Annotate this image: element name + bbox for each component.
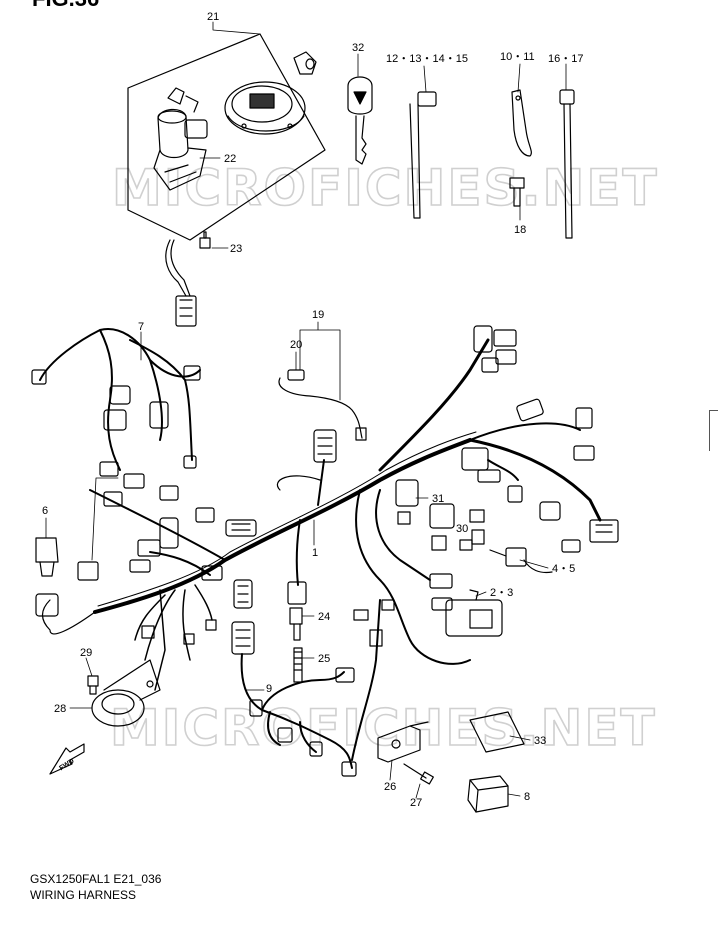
sub-harness-9 (231, 621, 357, 777)
ignition-connector (175, 295, 197, 327)
callout-16-17: 16・17 (548, 53, 583, 65)
cap-8 (467, 775, 509, 813)
callout-1: 1 (312, 547, 318, 559)
callout-26: 26 (384, 781, 396, 793)
part-25 (293, 647, 303, 683)
callout-18: 18 (514, 224, 526, 236)
callout-21: 21 (207, 11, 219, 23)
page-edge-mark (709, 410, 718, 451)
switch-26 (377, 721, 429, 763)
connector-6 (35, 537, 59, 577)
label-33 (469, 711, 525, 753)
bolt-29 (87, 675, 99, 695)
figure-title: FIG.36 (32, 0, 99, 11)
callout-25: 25 (318, 653, 330, 665)
watermark-bottom: MICROFICHES.NET (110, 699, 657, 757)
fwd-arrow (49, 743, 85, 775)
callout-30: 30 (456, 523, 468, 535)
callout-23: 23 (230, 243, 242, 255)
key-32 (347, 76, 373, 165)
callout-31: 31 (432, 493, 444, 505)
callout-22: 22 (224, 153, 236, 165)
callout-20: 20 (290, 339, 302, 351)
callout-29: 29 (80, 647, 92, 659)
callout-10-11: 10・11 (500, 51, 535, 63)
callout-28: 28 (54, 703, 66, 715)
figure-name: WIRING HARNESS (30, 888, 137, 902)
callout-33: 33 (534, 735, 546, 747)
bolt-27 (403, 763, 434, 785)
watermark-top: MICROFICHES.NET (112, 159, 659, 217)
leader-lines (45, 21, 567, 799)
main-harness (35, 325, 619, 761)
callout-7: 7 (138, 321, 144, 333)
bolt-23 (199, 231, 211, 249)
callout-labels: 21 22 23 32 12・13・14・15 10・11 16・17 18 7… (42, 11, 583, 809)
callout-24: 24 (318, 611, 330, 623)
clamp-12-15 (409, 91, 437, 219)
ignition-switch-box (127, 33, 326, 241)
callout-8: 8 (524, 791, 530, 803)
callout-6: 6 (42, 505, 48, 517)
callout-12-15: 12・13・14・15 (386, 53, 468, 65)
cable-tie-16-17 (559, 89, 575, 239)
part-24 (289, 607, 303, 641)
front-harness-7 (31, 328, 201, 471)
callout-2-3: 2・3 (490, 587, 513, 599)
callout-4-5: 4・5 (552, 563, 575, 575)
callout-9: 9 (266, 683, 272, 695)
callout-19: 19 (312, 309, 324, 321)
clamp-10-11 (511, 89, 532, 157)
figure-code: GSX1250FAL1 E21_036 (30, 872, 162, 886)
bolt-18 (509, 177, 525, 207)
callout-32: 32 (352, 42, 364, 54)
callout-27: 27 (410, 797, 422, 809)
